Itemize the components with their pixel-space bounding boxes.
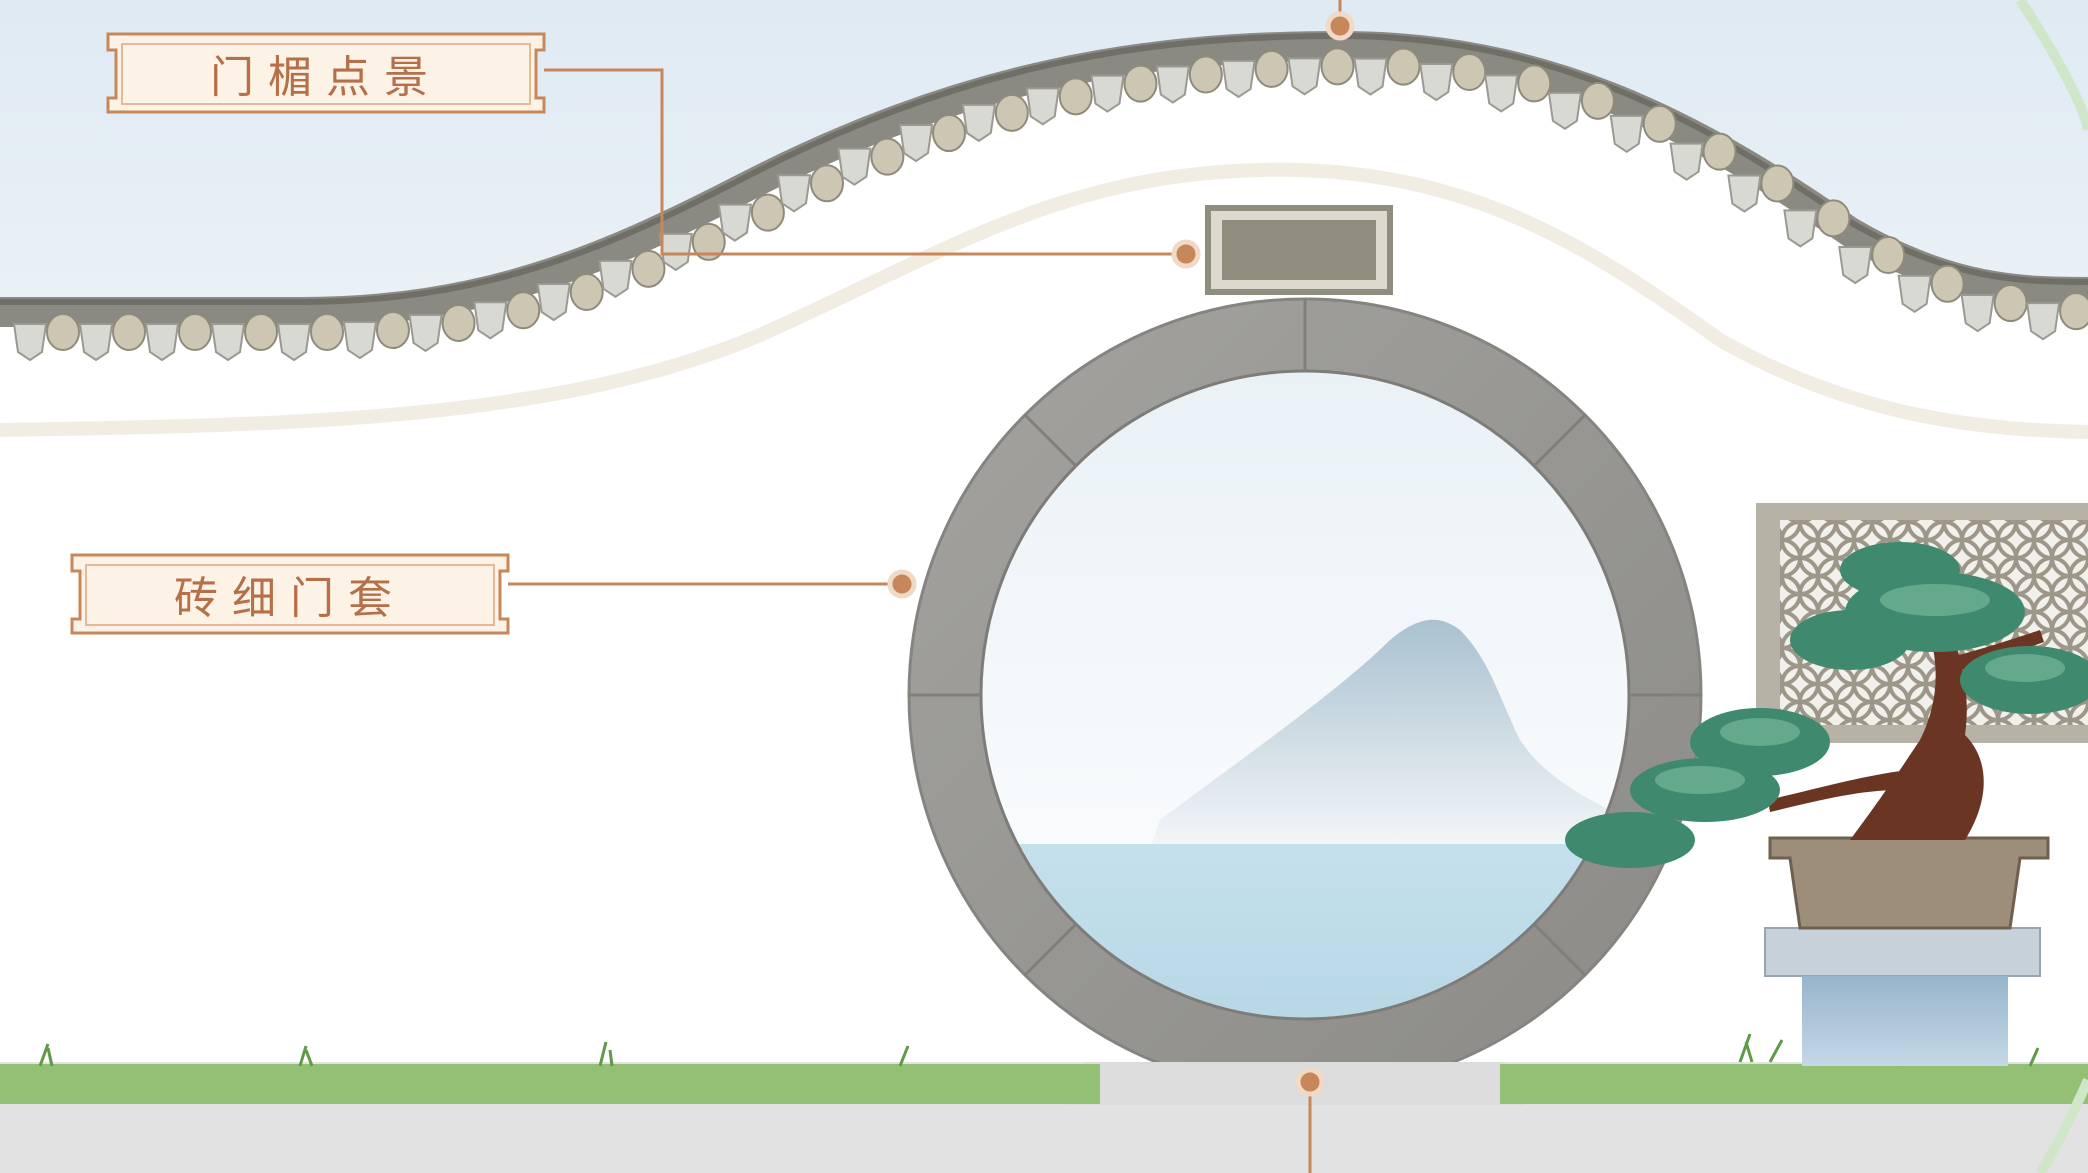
- roof-tile-end: [1353, 47, 1421, 96]
- roof-tile-end: [1090, 64, 1158, 113]
- grass-right: [1500, 1064, 2088, 1104]
- label-lintel-scenery: 门楣点景: [108, 34, 544, 112]
- mountain: [1150, 619, 1610, 850]
- roof-tile-end: [776, 164, 845, 213]
- roof-tile-end: [473, 291, 541, 340]
- roof-tile-end: [1484, 64, 1552, 113]
- roof-tile-end: [1960, 284, 2028, 333]
- grass-left: [0, 1064, 1100, 1104]
- roof-tile-end: [598, 249, 666, 299]
- roof-tile-end: [1547, 81, 1615, 131]
- bonsai-trunk: [1768, 618, 2044, 840]
- roof-tile-end: [1669, 132, 1737, 181]
- roof-tile-end: [1897, 264, 1965, 313]
- bonsai-stand-top: [1764, 927, 2041, 977]
- roof-tile-end: [1287, 47, 1355, 96]
- roof-tile-end: [536, 273, 604, 322]
- lintel-plaque-inner: [1222, 220, 1376, 280]
- gate-threshold: [1065, 1062, 1525, 1105]
- roof-tile-end: [658, 222, 726, 272]
- roof-tile-end: [1221, 49, 1289, 99]
- roof-tile-end: [210, 313, 278, 362]
- roof-band: [0, 30, 2088, 327]
- pin-top: [1325, 11, 1355, 41]
- roof-tile-end: [276, 313, 344, 362]
- roof-tile-end: [2025, 292, 2088, 341]
- bonsai-pot: [1768, 836, 2050, 930]
- roof-tile-end: [1419, 53, 1487, 102]
- decorative-arc: [2015, 0, 2088, 1173]
- bonsai-stand-base: [1802, 976, 2008, 1066]
- label-doorframe-text: 砖细门套: [174, 573, 406, 624]
- roof-tile-end: [1838, 236, 1906, 285]
- roof-tile-end: [1609, 104, 1677, 154]
- frame-joints: [909, 299, 1701, 977]
- label-frame-doorframe: [70, 553, 510, 635]
- roof-tile-end: [1783, 199, 1851, 248]
- roof-tile-end: [717, 193, 785, 242]
- label-frame-lintel: [106, 32, 546, 114]
- leader-pins: [887, 11, 1355, 1097]
- roof-tile-end: [12, 313, 80, 362]
- roof-tile-end: [837, 137, 905, 186]
- roof-tile-end: [1025, 77, 1093, 126]
- label-lintel-text: 门楣点景: [210, 52, 442, 103]
- roof-tile-end: [898, 114, 967, 163]
- bonsai-foliage-highlight: [1655, 584, 2065, 794]
- wall-shadow: [0, 162, 2088, 439]
- pin-bottom: [1295, 1067, 1325, 1097]
- label-brick-door-frame: 砖细门套: [72, 555, 508, 633]
- roof-tile-end: [144, 313, 212, 362]
- roof-tile-end: [342, 311, 410, 360]
- pin-lintel: [1171, 239, 1201, 269]
- pin-doorframe: [887, 569, 917, 599]
- roof-tile-end: [1155, 55, 1223, 104]
- roof-tile-end: [408, 303, 476, 353]
- roof-tiles: [12, 47, 2088, 362]
- moon-gate-view: [980, 370, 1630, 1020]
- roof-tile-end: [78, 313, 146, 362]
- roof-tile-end: [1727, 164, 1795, 213]
- roof-tile-end: [961, 93, 1029, 143]
- roof-ridge: [0, 32, 2088, 305]
